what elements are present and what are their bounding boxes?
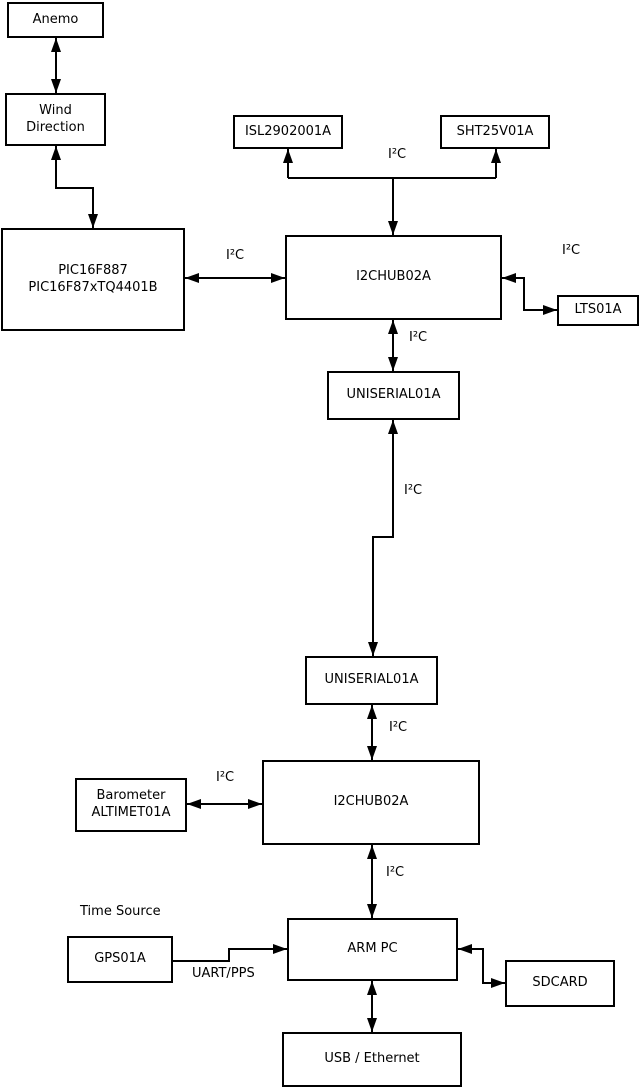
node-i2chub02a-bottom: I2CHUB02A	[262, 760, 480, 845]
node-barometer: Barometer ALTIMET01A	[75, 778, 187, 832]
node-i2chub02a-bottom-label: I2CHUB02A	[333, 794, 409, 810]
edge-i2chub-top-lts	[502, 273, 557, 315]
edge-armpc-sdcard	[458, 944, 505, 988]
node-anemo: Anemo	[7, 2, 104, 38]
node-arm-pc: ARM PC	[287, 918, 458, 981]
node-anemo-label: Anemo	[32, 11, 79, 27]
label-uart-pps: UART/PPS	[192, 966, 255, 981]
node-arm-pc-label: ARM PC	[347, 941, 398, 957]
node-isl2902001a: ISL2902001A	[233, 115, 343, 149]
node-barometer-label: Barometer ALTIMET01A	[91, 788, 171, 820]
node-i2chub02a-top: I2CHUB02A	[285, 235, 502, 320]
node-lts01a: LTS01A	[557, 295, 639, 326]
node-gps01a-label: GPS01A	[94, 951, 146, 967]
node-lts01a-label: LTS01A	[574, 302, 622, 318]
node-uniserial01a-1: UNISERIAL01A	[327, 371, 460, 420]
node-isl2902001a-label: ISL2902001A	[244, 123, 332, 139]
label-i2c-sensor-bus: I²C	[388, 147, 407, 162]
node-wind-direction-label: Wind Direction	[26, 102, 85, 135]
node-usb-ethernet: USB / Ethernet	[282, 1032, 462, 1087]
label-i2c-hub-armpc: I²C	[386, 865, 405, 880]
edge-gps-armpc	[173, 944, 287, 962]
label-i2c-hub-lts: I²C	[562, 243, 581, 258]
label-i2c-pic-hub: I²C	[226, 248, 245, 263]
node-pic16f887: PIC16F887 PIC16F87xTQ4401B	[1, 228, 185, 331]
label-i2c-uniserial-link: I²C	[404, 483, 423, 498]
node-sdcard-label: SDCARD	[532, 975, 588, 991]
node-uniserial01a-2: UNISERIAL01A	[305, 656, 438, 705]
label-i2c-hub-uniserial: I²C	[409, 330, 428, 345]
node-wind-direction: Wind Direction	[5, 93, 106, 146]
node-uniserial01a-1-label: UNISERIAL01A	[346, 387, 441, 403]
node-pic16f887-label: PIC16F887 PIC16F87xTQ4401B	[28, 262, 158, 295]
label-i2c-barometer-hub: I²C	[216, 770, 235, 785]
node-gps01a: GPS01A	[67, 936, 173, 983]
label-time-source: Time Source	[80, 904, 161, 919]
edge-wind-pic	[51, 146, 98, 228]
edge-uniserial1-uniserial2	[368, 420, 398, 656]
node-sht25v01a-label: SHT25V01A	[456, 123, 534, 139]
node-i2chub02a-top-label: I2CHUB02A	[356, 269, 431, 285]
node-sdcard: SDCARD	[505, 960, 615, 1007]
node-sht25v01a: SHT25V01A	[440, 115, 550, 149]
label-i2c-uniserial2-hub: I²C	[389, 720, 408, 735]
node-usb-ethernet-label: USB / Ethernet	[324, 1051, 420, 1067]
node-uniserial01a-2-label: UNISERIAL01A	[324, 672, 419, 688]
